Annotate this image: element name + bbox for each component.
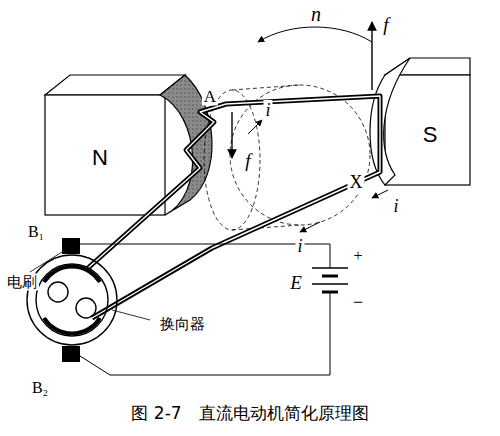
- part-label: 换向器: [158, 316, 207, 333]
- rotation-arrow: [258, 27, 372, 42]
- part-label: E: [288, 272, 304, 293]
- part-label: B₂: [30, 379, 50, 397]
- part-label: B₁: [26, 223, 46, 241]
- part-label: +: [351, 247, 364, 265]
- s-pole: [370, 58, 470, 185]
- brush: [62, 346, 80, 362]
- current-arrow: [248, 120, 262, 134]
- part-label: f: [243, 150, 252, 171]
- force-arrow: [231, 112, 232, 158]
- magnet-pole: N: [86, 141, 114, 175]
- pole-label: S: [423, 122, 438, 148]
- figure-caption: 图 2-7 直流电动机简化原理图: [0, 402, 500, 425]
- armature: [204, 85, 370, 230]
- leader-line: [112, 310, 150, 320]
- part-label: i: [263, 100, 272, 120]
- brush: [62, 238, 80, 254]
- part-label: i: [391, 196, 400, 216]
- part-label: X: [348, 172, 365, 192]
- magnet-pole: S: [417, 118, 444, 152]
- force-arrow: [371, 22, 372, 90]
- part-label: f: [381, 14, 390, 35]
- part-label: A: [202, 87, 218, 106]
- circuit-wire: [80, 244, 330, 375]
- part-label: −: [351, 292, 365, 312]
- armature-coil: [88, 96, 380, 318]
- n-pole: [45, 75, 212, 215]
- battery-symbol: [312, 268, 348, 292]
- commutator: [27, 255, 117, 345]
- part-label: 电刷: [5, 274, 39, 291]
- pole-label: N: [92, 145, 108, 171]
- part-label: i: [295, 236, 304, 256]
- part-label: n: [309, 3, 323, 25]
- current-arrow: [372, 190, 388, 198]
- current-arrow: [300, 222, 320, 232]
- leader-line: [30, 252, 62, 272]
